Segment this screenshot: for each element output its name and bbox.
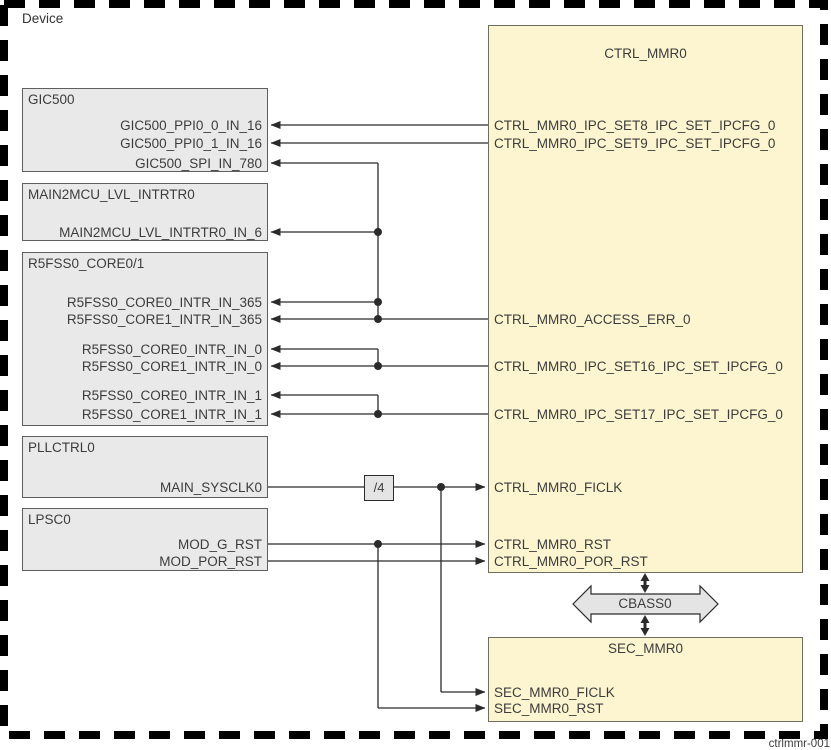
block-lpsc0-title: LPSC0 [28, 512, 71, 527]
cbass-to-sec-double-arrow-icon [640, 615, 650, 636]
arrow-head-up [640, 573, 650, 581]
signal-r5fss0-core0-intr-in-365: R5FSS0_CORE0_INTR_IN_365 [66, 295, 262, 310]
junction-dot [437, 483, 445, 491]
block-ctrl-mmr0: CTRL_MMR0 CTRL_MMR0_IPC_SET8_IPC_SET_IPC… [488, 25, 803, 573]
signal-r5fss0-core1-intr-in-365: R5FSS0_CORE1_INTR_IN_365 [66, 312, 262, 327]
arrow-shaft [643, 579, 647, 588]
nets [268, 121, 488, 712]
arrow-shaft [643, 622, 647, 631]
signal-sec-mmr0-ficlk: SEC_MMR0_FICLK [494, 685, 615, 700]
signal-r5fss0-core0-intr-in-1: R5FSS0_CORE0_INTR_IN_1 [81, 388, 262, 403]
block-pllctrl0: PLLCTRL0 MAIN_SYSCLK0 [22, 436, 268, 498]
junction-dot [374, 315, 382, 323]
junction-dot [374, 410, 382, 418]
signal-ctrl-mmr0-ficlk: CTRL_MMR0_FICLK [494, 480, 623, 495]
arrow-head-down [640, 628, 650, 636]
signal-r5fss0-core1-intr-in-0: R5FSS0_CORE1_INTR_IN_0 [81, 359, 262, 374]
signal-ctrl-mmr0-ipc-set8: CTRL_MMR0_IPC_SET8_IPC_SET_IPCFG_0 [494, 118, 776, 133]
junction-dot [374, 298, 382, 306]
figure-id: ctrlmmr-001 [768, 738, 830, 750]
block-gic500: GIC500 GIC500_PPI0_0_IN_16 GIC500_PPI0_1… [22, 88, 268, 172]
signal-ctrl-mmr0-access-err-0: CTRL_MMR0_ACCESS_ERR_0 [494, 312, 691, 327]
signal-ctrl-mmr0-ipc-set16: CTRL_MMR0_IPC_SET16_IPC_SET_IPCFG_0 [494, 359, 783, 374]
signal-main2mcu-in-6: MAIN2MCU_LVL_INTRTR0_IN_6 [59, 225, 262, 240]
signal-gic500-ppi0-0-in-16: GIC500_PPI0_0_IN_16 [120, 118, 262, 133]
block-lpsc0: LPSC0 MOD_G_RST MOD_POR_RST [22, 508, 268, 571]
block-r5fss0-title: R5FSS0_CORE0/1 [28, 256, 145, 271]
block-main2mcu-title: MAIN2MCU_LVL_INTRTR0 [28, 187, 195, 202]
signal-sec-mmr0-rst: SEC_MMR0_RST [494, 701, 604, 716]
device-label: Device [22, 11, 64, 26]
signal-gic500-spi-in-780: GIC500_SPI_IN_780 [135, 156, 262, 171]
arrow-head-down [640, 585, 650, 593]
signal-main-sysclk0: MAIN_SYSCLK0 [159, 480, 262, 495]
junction-dot [374, 540, 382, 548]
junction-dot [374, 362, 382, 370]
signal-r5fss0-core0-intr-in-0: R5FSS0_CORE0_INTR_IN_0 [81, 342, 262, 357]
junction-dot [374, 228, 382, 236]
block-pllctrl0-title: PLLCTRL0 [28, 440, 95, 455]
signal-ctrl-mmr0-por-rst: CTRL_MMR0_POR_RST [494, 554, 648, 569]
ctrl-to-cbass-double-arrow-icon [640, 573, 650, 593]
signal-mod-por-rst: MOD_POR_RST [159, 554, 262, 569]
clock-divider-box: /4 [364, 475, 394, 501]
signal-r5fss0-core1-intr-in-1: R5FSS0_CORE1_INTR_IN_1 [81, 407, 262, 422]
block-sec-mmr0: SEC_MMR0 SEC_MMR0_FICLK SEC_MMR0_RST [488, 637, 803, 722]
cbass0-bus-label: CBASS0 [618, 596, 672, 611]
block-gic500-title: GIC500 [28, 92, 75, 107]
block-main2mcu-lvl-intrtr0: MAIN2MCU_LVL_INTRTR0 MAIN2MCU_LVL_INTRTR… [22, 183, 268, 241]
arrow-head-up [640, 615, 650, 623]
signal-gic500-ppi0-1-in-16: GIC500_PPI0_1_IN_16 [120, 136, 262, 151]
signal-ctrl-mmr0-rst: CTRL_MMR0_RST [494, 537, 612, 552]
signal-ctrl-mmr0-ipc-set9: CTRL_MMR0_IPC_SET9_IPC_SET_IPCFG_0 [494, 136, 776, 151]
signal-ctrl-mmr0-ipc-set17: CTRL_MMR0_IPC_SET17_IPC_SET_IPCFG_0 [494, 407, 783, 422]
signal-mod-g-rst: MOD_G_RST [177, 537, 262, 552]
block-sec-mmr0-title: SEC_MMR0 [607, 641, 683, 656]
block-ctrl-mmr0-title: CTRL_MMR0 [604, 46, 687, 61]
block-r5fss0-core01: R5FSS0_CORE0/1 R5FSS0_CORE0_INTR_IN_365 … [22, 252, 268, 426]
